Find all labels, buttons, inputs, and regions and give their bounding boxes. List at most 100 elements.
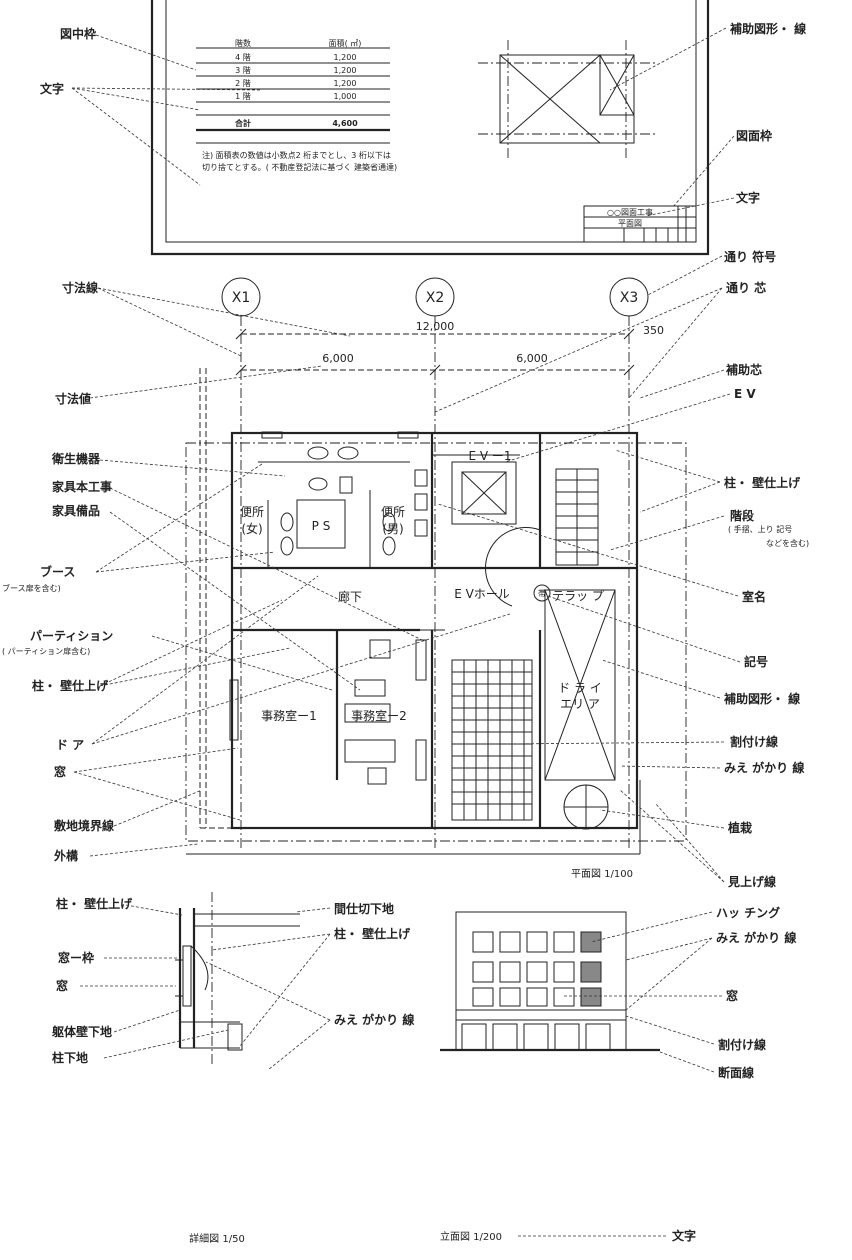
floor-plan: 帯 — [185, 368, 687, 880]
dim-right: 6,000 — [516, 352, 548, 365]
dim-offset: 350 — [643, 324, 664, 337]
room-corridor: 廊下 — [338, 589, 362, 604]
area-table-header-floor: 階数 — [235, 38, 251, 48]
area-table-header-area: 面積( ㎡) — [329, 38, 362, 48]
label-stairs-note-1: ( 手摺、上り 記号 — [728, 524, 792, 534]
title-block-project: ○○図面工事 — [607, 207, 653, 217]
area-table-value: 1,000 — [334, 92, 357, 101]
axis-label-x3: X3 — [620, 290, 639, 306]
detail-window — [182, 945, 192, 1007]
aux-shape-diagram — [478, 40, 656, 160]
detail-drawing: 詳細図 1/50 — [175, 892, 300, 1245]
ev-hall-symbol-text: 帯 — [538, 588, 546, 598]
label-hatching: ハッ チング — [716, 905, 780, 920]
detail-title: 詳細図 1/50 — [189, 1232, 245, 1245]
label-frame-inner: 図中枠 — [60, 26, 96, 41]
label-exterior: 外構 — [54, 848, 78, 863]
label-stairs-note-2: などを含む) — [766, 538, 809, 548]
room-dry-area: ド ラ イ — [558, 681, 602, 695]
label-elev-window: 窓 — [726, 988, 738, 1003]
label-furniture-equip: 家具備品 — [52, 503, 100, 518]
grating-area — [451, 659, 533, 821]
stairs — [540, 468, 637, 570]
label-site-boundary: 敷地境界線 — [54, 818, 114, 833]
area-table-total-value: 4,600 — [332, 119, 358, 128]
room-office2: 事務室ー2 — [351, 708, 407, 723]
label-elev-visible-line: みえ がかり 線 — [716, 930, 796, 945]
dimension-lines: 12,000 6,000 6,000 350 — [235, 320, 664, 376]
room-toilet-m-sub: (男) — [382, 522, 403, 536]
elevation-title: 立面図 1/200 — [440, 1230, 502, 1243]
label-column-wall-right: 柱・ 壁仕上げ — [724, 475, 801, 490]
room-dry-area-sub: エリ ア — [560, 697, 600, 711]
label-aux-center: 補助芯 — [725, 362, 762, 377]
label-ceiling-line: 見上げ線 — [727, 874, 776, 889]
label-visible-line: みえ がかり 線 — [724, 760, 804, 775]
room-ps: P S — [312, 519, 331, 533]
label-ev: E V — [734, 387, 756, 401]
area-table-floor: 1 階 — [235, 91, 251, 101]
area-table-value: 1,200 — [334, 66, 357, 75]
label-elev-text: 文字 — [672, 1228, 696, 1243]
label-detail-partition-base: 間仕切下地 — [334, 901, 394, 916]
room-ev-hall: E Vホール — [454, 587, 510, 601]
label-grid-center: 通り 芯 — [726, 280, 766, 295]
room-terrace: テラッ プ — [552, 589, 604, 603]
area-table-total-label: 合計 — [234, 118, 251, 128]
axis-label-x1: X1 — [232, 290, 251, 306]
dry-area — [544, 589, 616, 830]
label-aux-shape-mid: 補助図形・ 線 — [723, 691, 800, 706]
label-dim-value: 寸法値 — [55, 391, 91, 406]
room-toilet-m: 便所 — [381, 505, 405, 519]
label-drawing-frame: 図面枠 — [736, 128, 772, 143]
label-window: 窓 — [54, 764, 66, 779]
label-window-frame: 窓ー枠 — [58, 950, 94, 965]
grid-axes: X1 X2 X3 — [221, 277, 649, 850]
room-office1: 事務室ー1 — [261, 708, 317, 723]
label-partition-note: ( パーティション扉含む) — [2, 646, 90, 656]
label-text-titleblock: 文字 — [736, 190, 760, 205]
elevator-shaft — [451, 461, 517, 525]
label-room-name: 室名 — [742, 589, 766, 604]
title-block-sheet: 平面図 — [618, 219, 642, 228]
label-aux-shape-top: 補助図形・ 線 — [729, 21, 806, 36]
label-booth: ブース — [40, 564, 75, 579]
label-door: ド ア — [56, 738, 84, 752]
label-elev-section-line: 割付け線 — [718, 1037, 766, 1052]
ev-hall-symbol — [533, 584, 551, 602]
label-detail-window: 窓 — [56, 978, 68, 993]
label-cut-line: 断面線 — [718, 1065, 754, 1080]
label-detail-column-wall2: 柱・ 壁仕上げ — [334, 926, 411, 941]
label-dim-line: 寸法線 — [62, 280, 98, 295]
label-planting: 植栽 — [727, 820, 752, 835]
title-block: ○○図面工事 平面図 — [583, 205, 697, 243]
area-table-floor: 2 階 — [235, 78, 251, 88]
annotation-labels: 図中枠 文字 寸法線 寸法値 衛生機器 家具本工事 家具備品 ブース ブース扉を… — [2, 21, 809, 1243]
plan-title: 平面図 1/100 — [571, 868, 633, 880]
label-text-top: 文字 — [40, 81, 64, 96]
area-table-floor: 3 階 — [235, 65, 251, 75]
room-ev1: E V ー1 — [468, 449, 511, 463]
label-stairs: 階段 — [730, 508, 755, 523]
label-booth-note: ブース扉を含む) — [2, 583, 61, 593]
label-symbol: 記号 — [744, 654, 768, 669]
label-furniture-built: 家具本工事 — [52, 479, 112, 494]
area-table-value: 1,200 — [334, 79, 357, 88]
label-section-line: 割付け線 — [730, 734, 778, 749]
room-toilet-f-sub: (女) — [241, 521, 262, 536]
area-table-note-2: 切り捨てとする。( 不動産登記法に基づく 建築省通達) — [202, 162, 397, 172]
top-sheet: 階数 面積( ㎡) 4 階 1,200 3 階 1,200 2 階 1,200 … — [150, 0, 710, 256]
label-frame-wall-base: 躯体壁下地 — [51, 1024, 112, 1039]
area-table-floor: 4 階 — [235, 52, 251, 62]
room-toilet-f: 便所 — [240, 505, 264, 519]
label-column-base: 柱下地 — [52, 1050, 88, 1065]
area-table-note-1: 注) 面積表の数値は小数点2 桁までとし、3 桁以下は — [202, 150, 391, 160]
label-sanitary: 衛生機器 — [51, 451, 101, 466]
label-partition: パーティション — [30, 629, 113, 643]
label-detail-visible-line: みえ がかり 線 — [334, 1012, 414, 1027]
area-table: 階数 面積( ㎡) 4 階 1,200 3 階 1,200 2 階 1,200 … — [196, 38, 397, 172]
label-detail-column-wall: 柱・ 壁仕上げ — [56, 896, 133, 911]
dim-left: 6,000 — [322, 352, 354, 365]
elevation-drawing: 立面図 1/200 — [440, 911, 660, 1243]
